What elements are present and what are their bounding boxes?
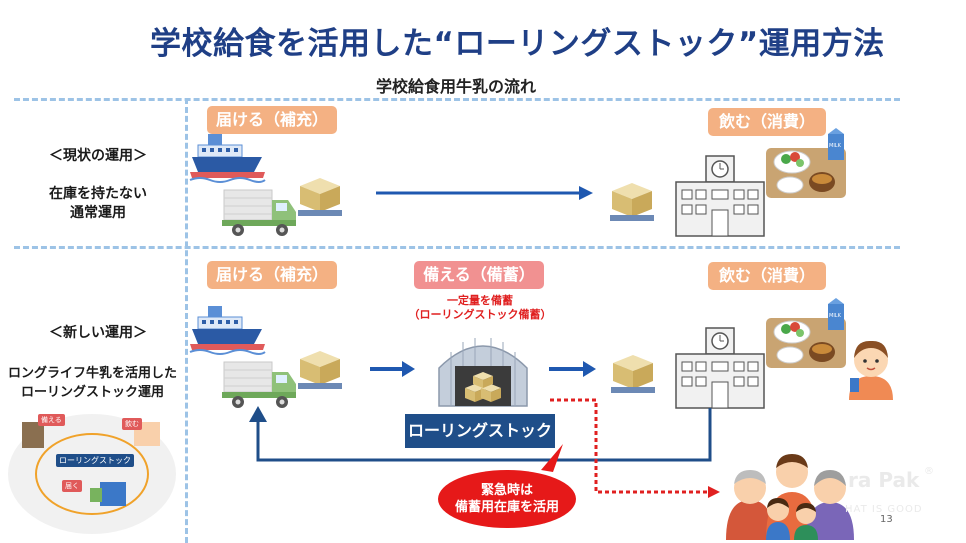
new-row-desc-2: ローリングストック運用 [20,385,164,400]
divider-vertical [185,98,188,543]
delivery-truck-icon [222,361,296,408]
stage-consume-current: 飲む（消費） [708,108,826,136]
diagram-subtitle: 学校給食用牛乳の流れ [376,77,537,96]
cargo-ship-icon [189,134,266,183]
divider-middle [14,246,900,249]
school-building-icon [675,327,765,409]
stage-consume-new: 飲む（消費） [708,262,826,290]
page-title: 学校給食を活用した“ローリングストック”運用方法 [150,26,885,62]
current-row-heading: ＜現状の運用＞ [49,148,147,164]
school-building-icon [675,155,765,237]
flow-arrow-right [370,361,415,377]
mini-cycle-deliver: 届く [62,480,82,492]
emergency-dotted-arrow [550,398,720,498]
school-lunch-tray-icon: MILK [766,128,846,198]
brand-watermark: ra Pak [848,468,920,492]
cargo-ship-icon [189,306,266,355]
milk-crate-icon [610,183,654,221]
emergency-line-1: 緊急時は [480,483,533,498]
mini-cycle-diagram: 備える 飲む 届く ローリングストック [4,408,180,538]
stage-store-new: 備える（備蓄） [414,261,544,289]
school-lunch-tray-icon: MILK [766,298,846,368]
mini-cycle-store: 備える [38,414,65,426]
milk-crate-icon [298,178,342,216]
milk-crate-icon [298,351,342,389]
milk-carton-label: MILK [829,143,842,149]
stage-deliver-new: 届ける（補充） [207,261,337,289]
new-row-desc-1: ロングライフ牛乳を活用した [7,366,177,381]
mini-cycle-ring [8,414,176,534]
current-row-desc-1: 在庫を持たない [49,186,147,202]
stage-deliver-current: 届ける（補充） [207,106,337,134]
emergency-bubble: 緊急時は 備蓄用在庫を活用 [438,470,576,528]
delivery-truck-icon [222,189,296,236]
warehouse-icon [438,338,528,407]
mini-cycle-consume: 飲む [122,418,142,430]
page-number: 13 [880,514,893,525]
milk-crate-icon [611,355,655,393]
family-group-icon [726,454,854,540]
mini-cycle-center: ローリングストック [56,454,134,467]
emergency-line-2: 備蓄用在庫を活用 [454,500,559,515]
divider-top [14,98,900,101]
emergency-bubble-tail [541,444,563,472]
child-drinking-milk-icon [849,340,893,400]
stock-note-line-2: （ローリングストック備蓄） [408,308,552,321]
milk-carton-label: MILK [829,313,842,319]
brand-mark: ® [924,466,934,477]
current-row-desc-2: 通常運用 [70,205,126,221]
flow-arrow-right [376,186,593,200]
rolling-stock-label: ローリングストック [405,414,555,448]
flow-arrow-right [549,361,596,377]
brand-tagline: HAT IS GOOD [845,504,923,515]
return-loop-arrow [249,406,712,462]
stock-note-line-1: 一定量を備蓄 [447,294,513,307]
new-row-heading: ＜新しい運用＞ [49,325,147,341]
